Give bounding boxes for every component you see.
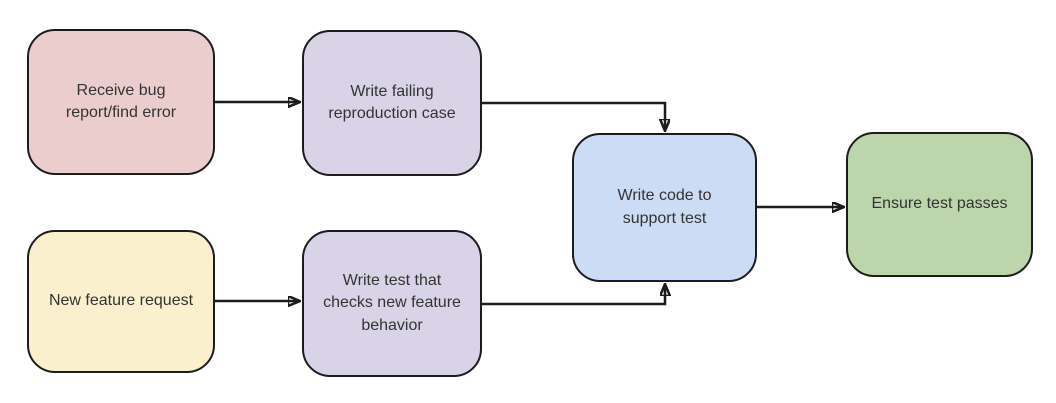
node-write-failing-reproduction-case: Write failing reproduction case <box>302 30 482 176</box>
node-label: New feature request <box>48 292 194 310</box>
node-label: Write failing reproduction case <box>328 82 456 122</box>
node-label: Write test that checks new feature behav… <box>323 271 461 334</box>
node-ensure-test-passes: Ensure test passes <box>846 132 1033 277</box>
arrow-repro-to-code-icon <box>482 101 665 129</box>
node-label: Ensure test passes <box>871 195 1008 213</box>
node-receive-bug-report: Receive bug report/find error <box>27 29 215 175</box>
node-write-code-to-support-test: Write code to support test <box>572 133 757 282</box>
arrow-test-to-code-icon <box>482 286 665 306</box>
node-new-feature-request: New feature request <box>27 230 215 373</box>
node-write-test-checks-new-feature: Write test that checks new feature behav… <box>302 230 482 377</box>
node-label: Write code to support test <box>617 187 712 227</box>
node-label: Receive bug report/find error <box>65 81 177 121</box>
